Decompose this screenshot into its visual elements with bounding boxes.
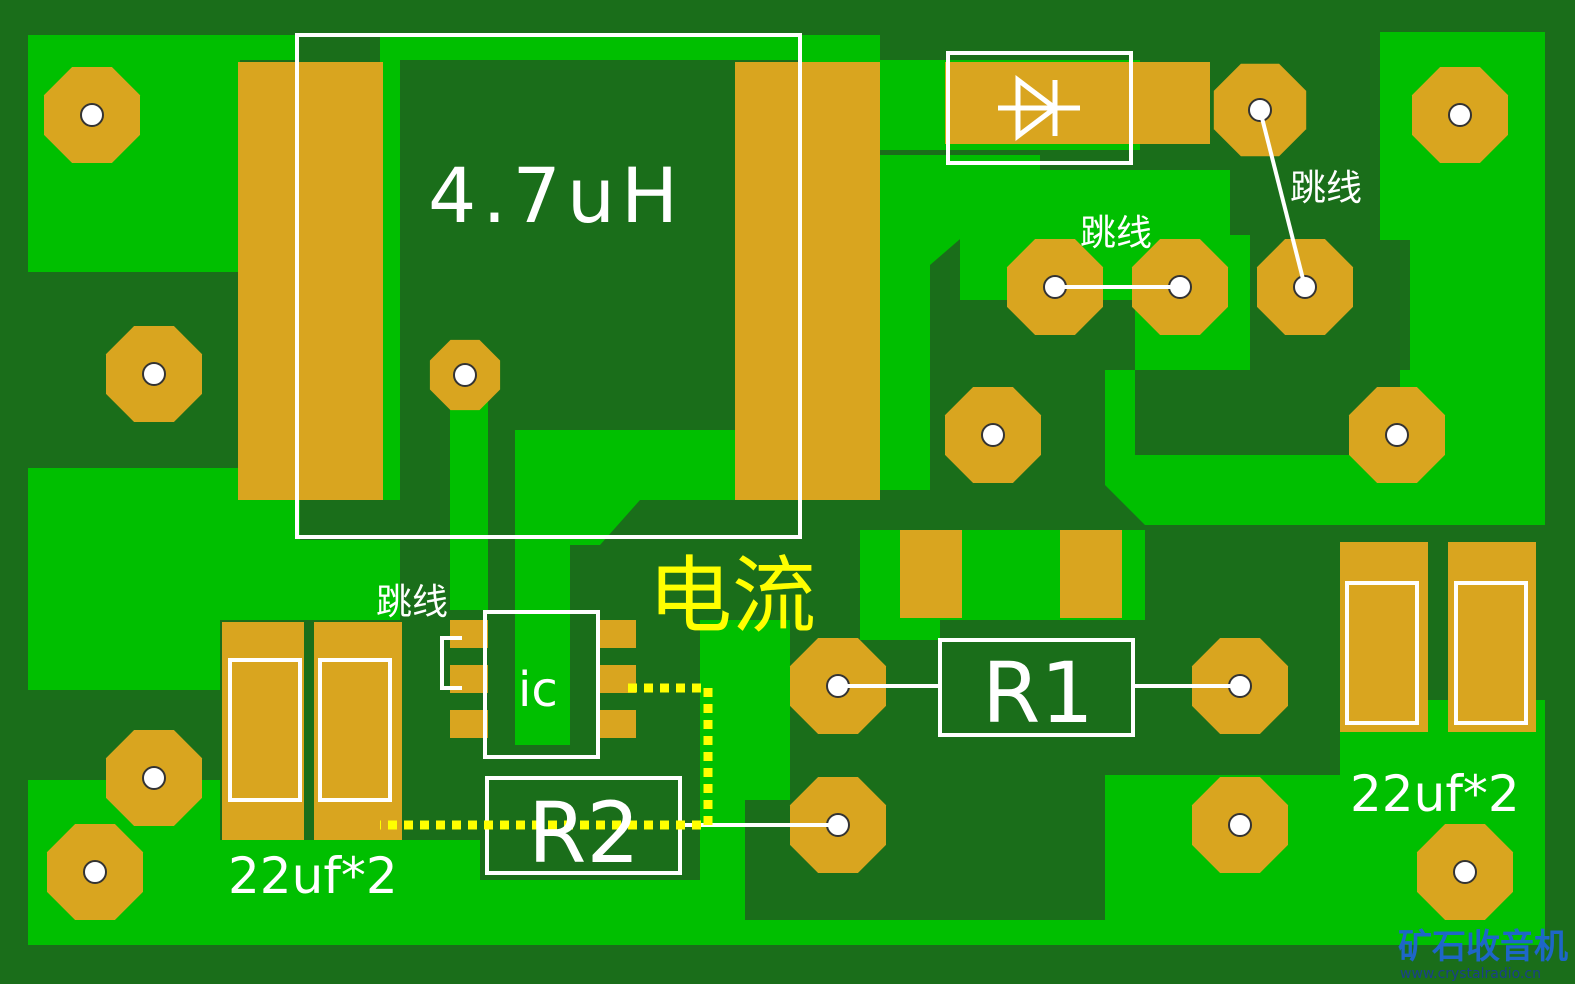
- cap-right-pad-1: [1340, 542, 1428, 732]
- jumper-label-middle: 跳线: [1080, 213, 1152, 254]
- pad-mid-left-hole: [981, 423, 1005, 447]
- jumper-wire-top-right: [1258, 109, 1307, 288]
- ic-pin-1: [450, 620, 488, 648]
- ic-label: ic: [518, 662, 558, 718]
- ic-pin-3: [450, 710, 488, 738]
- watermark-name: 矿石收音机: [1398, 927, 1568, 967]
- inductor-outline: [295, 33, 802, 539]
- cap-right-outline-2: [1454, 581, 1528, 725]
- smd-pads: [222, 62, 1536, 840]
- silkscreen: [228, 33, 1528, 875]
- copper-left-lower-area: [28, 468, 400, 690]
- inductor-pad-left: [238, 62, 383, 500]
- copper-top-band: [380, 35, 880, 60]
- r2-label: R2: [528, 784, 640, 882]
- pad-inductor-tap-hole: [453, 363, 477, 387]
- watermark-url: www.crystalradio.cn: [1400, 966, 1541, 982]
- pad-bottom-left-hole: [83, 860, 107, 884]
- pad-top-left-hole: [80, 103, 104, 127]
- cap-left-outline-2: [318, 658, 392, 802]
- cap-right-outline-1: [1345, 581, 1419, 725]
- copper-bottom-left-area: [28, 780, 1545, 945]
- pad-bottom-right-a-hole: [1228, 813, 1252, 837]
- current-label: 电流: [648, 547, 816, 645]
- current-path: [380, 683, 713, 830]
- copper-bottom-center-area: [700, 620, 790, 915]
- cap-left-pad-1: [222, 622, 304, 840]
- cap-right-pad-2: [1448, 542, 1536, 732]
- copper-ic-area: [515, 430, 735, 745]
- diode-outline: [946, 51, 1133, 165]
- jumper-label-left: 跳线: [376, 582, 448, 623]
- cap-left-outline-1: [228, 658, 302, 802]
- ic-outline: [483, 610, 600, 759]
- pad-left-mid-hole: [142, 362, 166, 386]
- jumper-label-top-right: 跳线: [1290, 168, 1362, 209]
- ic-pin-6: [598, 710, 636, 738]
- r1-label: R1: [982, 644, 1094, 742]
- r1-pad-right: [1060, 530, 1122, 618]
- copper-inductor-left-area: [380, 60, 400, 500]
- copper-ic-trace: [450, 400, 488, 610]
- pad-mid-right-hole: [1385, 423, 1409, 447]
- current-path-line: [380, 683, 713, 830]
- pad-top-right-hole: [1448, 103, 1472, 127]
- diode-icon: [998, 74, 1080, 142]
- inductor-pad-right: [735, 62, 880, 500]
- cap-right-label: 22uf*2: [1350, 765, 1520, 823]
- ic-jumper-bracket: [440, 636, 462, 690]
- r1-pad-left: [900, 530, 962, 618]
- pad-left-low-hole: [142, 766, 166, 790]
- pad-bottom-right-b-hole: [1453, 860, 1477, 884]
- ic-pin-4: [598, 620, 636, 648]
- cap-left-label: 22uf*2: [228, 847, 398, 905]
- inductor-label: 4.7uH: [428, 151, 684, 240]
- diode-pad: [945, 62, 1210, 144]
